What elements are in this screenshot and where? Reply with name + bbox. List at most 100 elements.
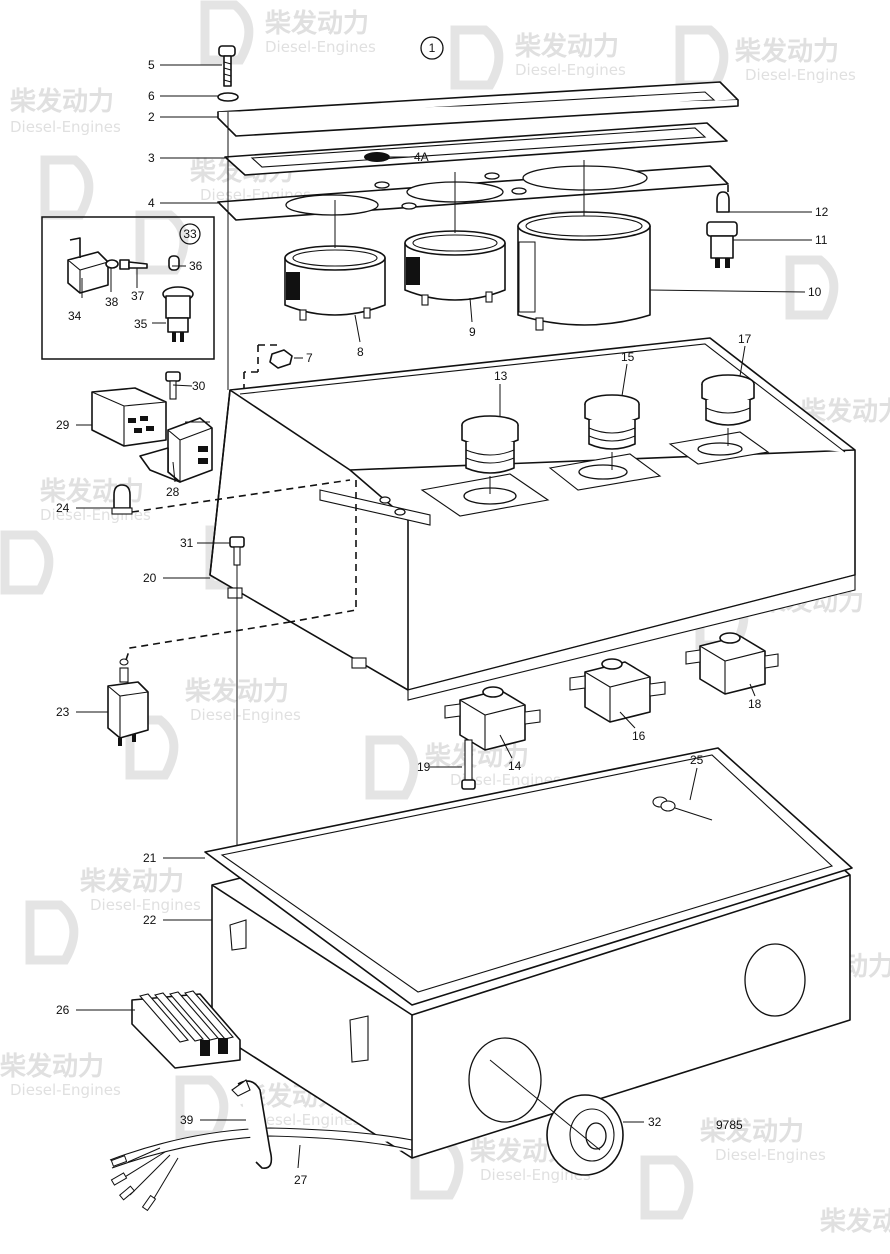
part-25-pins [652,796,713,821]
watermark-tagline: Diesel-Engines [190,706,301,724]
part-36-bulb [168,255,180,271]
callout-19: 19 [417,760,431,774]
part-20-instrument-housing [209,337,856,701]
part-38-washer [105,259,119,269]
watermark-logo-icon [25,900,79,965]
watermark-tagline: Diesel-Engines [515,61,626,79]
callout-17: 17 [738,332,752,346]
watermark-tagline: Diesel-Engines [10,1081,121,1099]
callout-7: 7 [306,351,313,365]
callout-31: 31 [180,536,194,550]
part-30-screw [165,371,181,400]
watermark-brand: 柴发动力 [264,8,369,39]
watermark-tagline: Diesel-Engines [250,1111,361,1129]
watermark-brand: 柴发动力 [9,86,114,117]
watermark-tagline: Diesel-Engines [745,66,856,84]
callout-37: 37 [131,289,145,303]
watermark-brand: 柴发动力 [699,1116,804,1147]
callout-29: 29 [56,418,70,432]
callout-32: 32 [648,1115,662,1129]
callout-25: 25 [690,753,704,767]
part-16-switch-body [569,658,666,723]
callout-3: 3 [148,151,155,165]
callout-24: 24 [56,501,70,515]
part-23-flasher-unit [107,658,149,746]
callout-30: 30 [192,379,206,393]
callout-4: 4 [148,196,155,210]
callout-23: 23 [56,705,70,719]
callout-14: 14 [508,759,522,773]
inset-box-33 [41,216,215,360]
callout-35: 35 [134,317,148,331]
callout-18: 18 [748,697,762,711]
watermark-brand: 柴发动力 [514,31,619,62]
watermark-brand: 柴发动力 [79,866,184,897]
part-34-relay [67,237,109,294]
part-35-lamp-holder [162,286,194,342]
callout-28: 28 [166,485,180,499]
callout-27: 27 [294,1173,308,1187]
callout-15: 15 [621,350,635,364]
watermark-logo-icon [785,255,839,320]
callout-20: 20 [143,571,157,585]
part-32-grommet [546,1094,624,1176]
part-7-nut [269,349,293,369]
callout-36: 36 [189,259,203,273]
watermark-tagline: Diesel-Engines [450,771,561,789]
drawing-number: 9785 [716,1118,743,1132]
part-9-gauge [404,172,506,306]
callout-9: 9 [469,325,476,339]
part-17-push-button [701,374,755,446]
callout-33-circle [179,223,201,245]
watermark-logo-icon [200,0,254,65]
callout-4a: 4A [414,150,429,164]
callout-39: 39 [180,1113,194,1127]
part-8-gauge [284,200,386,321]
watermark-logo-icon [125,715,179,780]
watermark-logo-icon [640,1155,694,1220]
part-29-relay [91,387,167,447]
watermark-brand: 柴发动力 [734,36,839,67]
watermark-logo-icon [365,735,419,800]
part-14-switch-body [444,686,541,751]
callout-6: 6 [148,89,155,103]
part-26-terminal-block [131,990,241,1069]
watermark-tagline: Diesel-Engines [480,1166,591,1184]
watermark-logo-icon [0,530,54,595]
part-11-lamp-holder [706,221,738,268]
watermark-tagline: Diesel-Engines [10,118,121,136]
callout-22: 22 [143,913,157,927]
callout-8: 8 [357,345,364,359]
callout-33: 33 [183,227,197,241]
callout-10: 10 [808,285,822,299]
figure-number: 1 [429,41,436,55]
callout-38: 38 [105,295,119,309]
leader-lines [76,64,812,1169]
part-24-bulb [111,484,133,515]
watermark-tagline: Diesel-Engines [90,896,201,914]
watermark-tagline: Diesel-Engines [715,1146,826,1164]
watermark-logo-icon [40,155,94,220]
callout-11: 11 [815,233,828,247]
callout-5: 5 [148,58,155,72]
part-28-bracket [139,417,213,483]
part-19-bolt [461,739,476,790]
part-10-gauge [517,160,651,331]
watermark-brand: 柴发动力 [819,1206,890,1237]
part-18-switch-body [685,632,779,695]
part-4a-plug [364,152,390,162]
part-4-panel-plate [217,165,729,221]
part-5-screw [218,45,236,87]
part-15-push-button [584,394,640,470]
part-6-washer [217,92,239,102]
callout-labels: 5 6 2 3 4 4A 7 8 9 10 11 12 13 14 15 16 … [56,58,829,1187]
watermark-tagline: Diesel-Engines [265,38,376,56]
watermark-logo-icon [450,25,504,90]
watermark-brand: 柴发动力 [0,1051,104,1082]
figure-number-badge: 1 [420,36,444,60]
callout-12: 12 [815,205,829,219]
callout-13: 13 [494,369,508,383]
part-2-cover-frame [217,81,739,137]
callout-16: 16 [632,729,646,743]
